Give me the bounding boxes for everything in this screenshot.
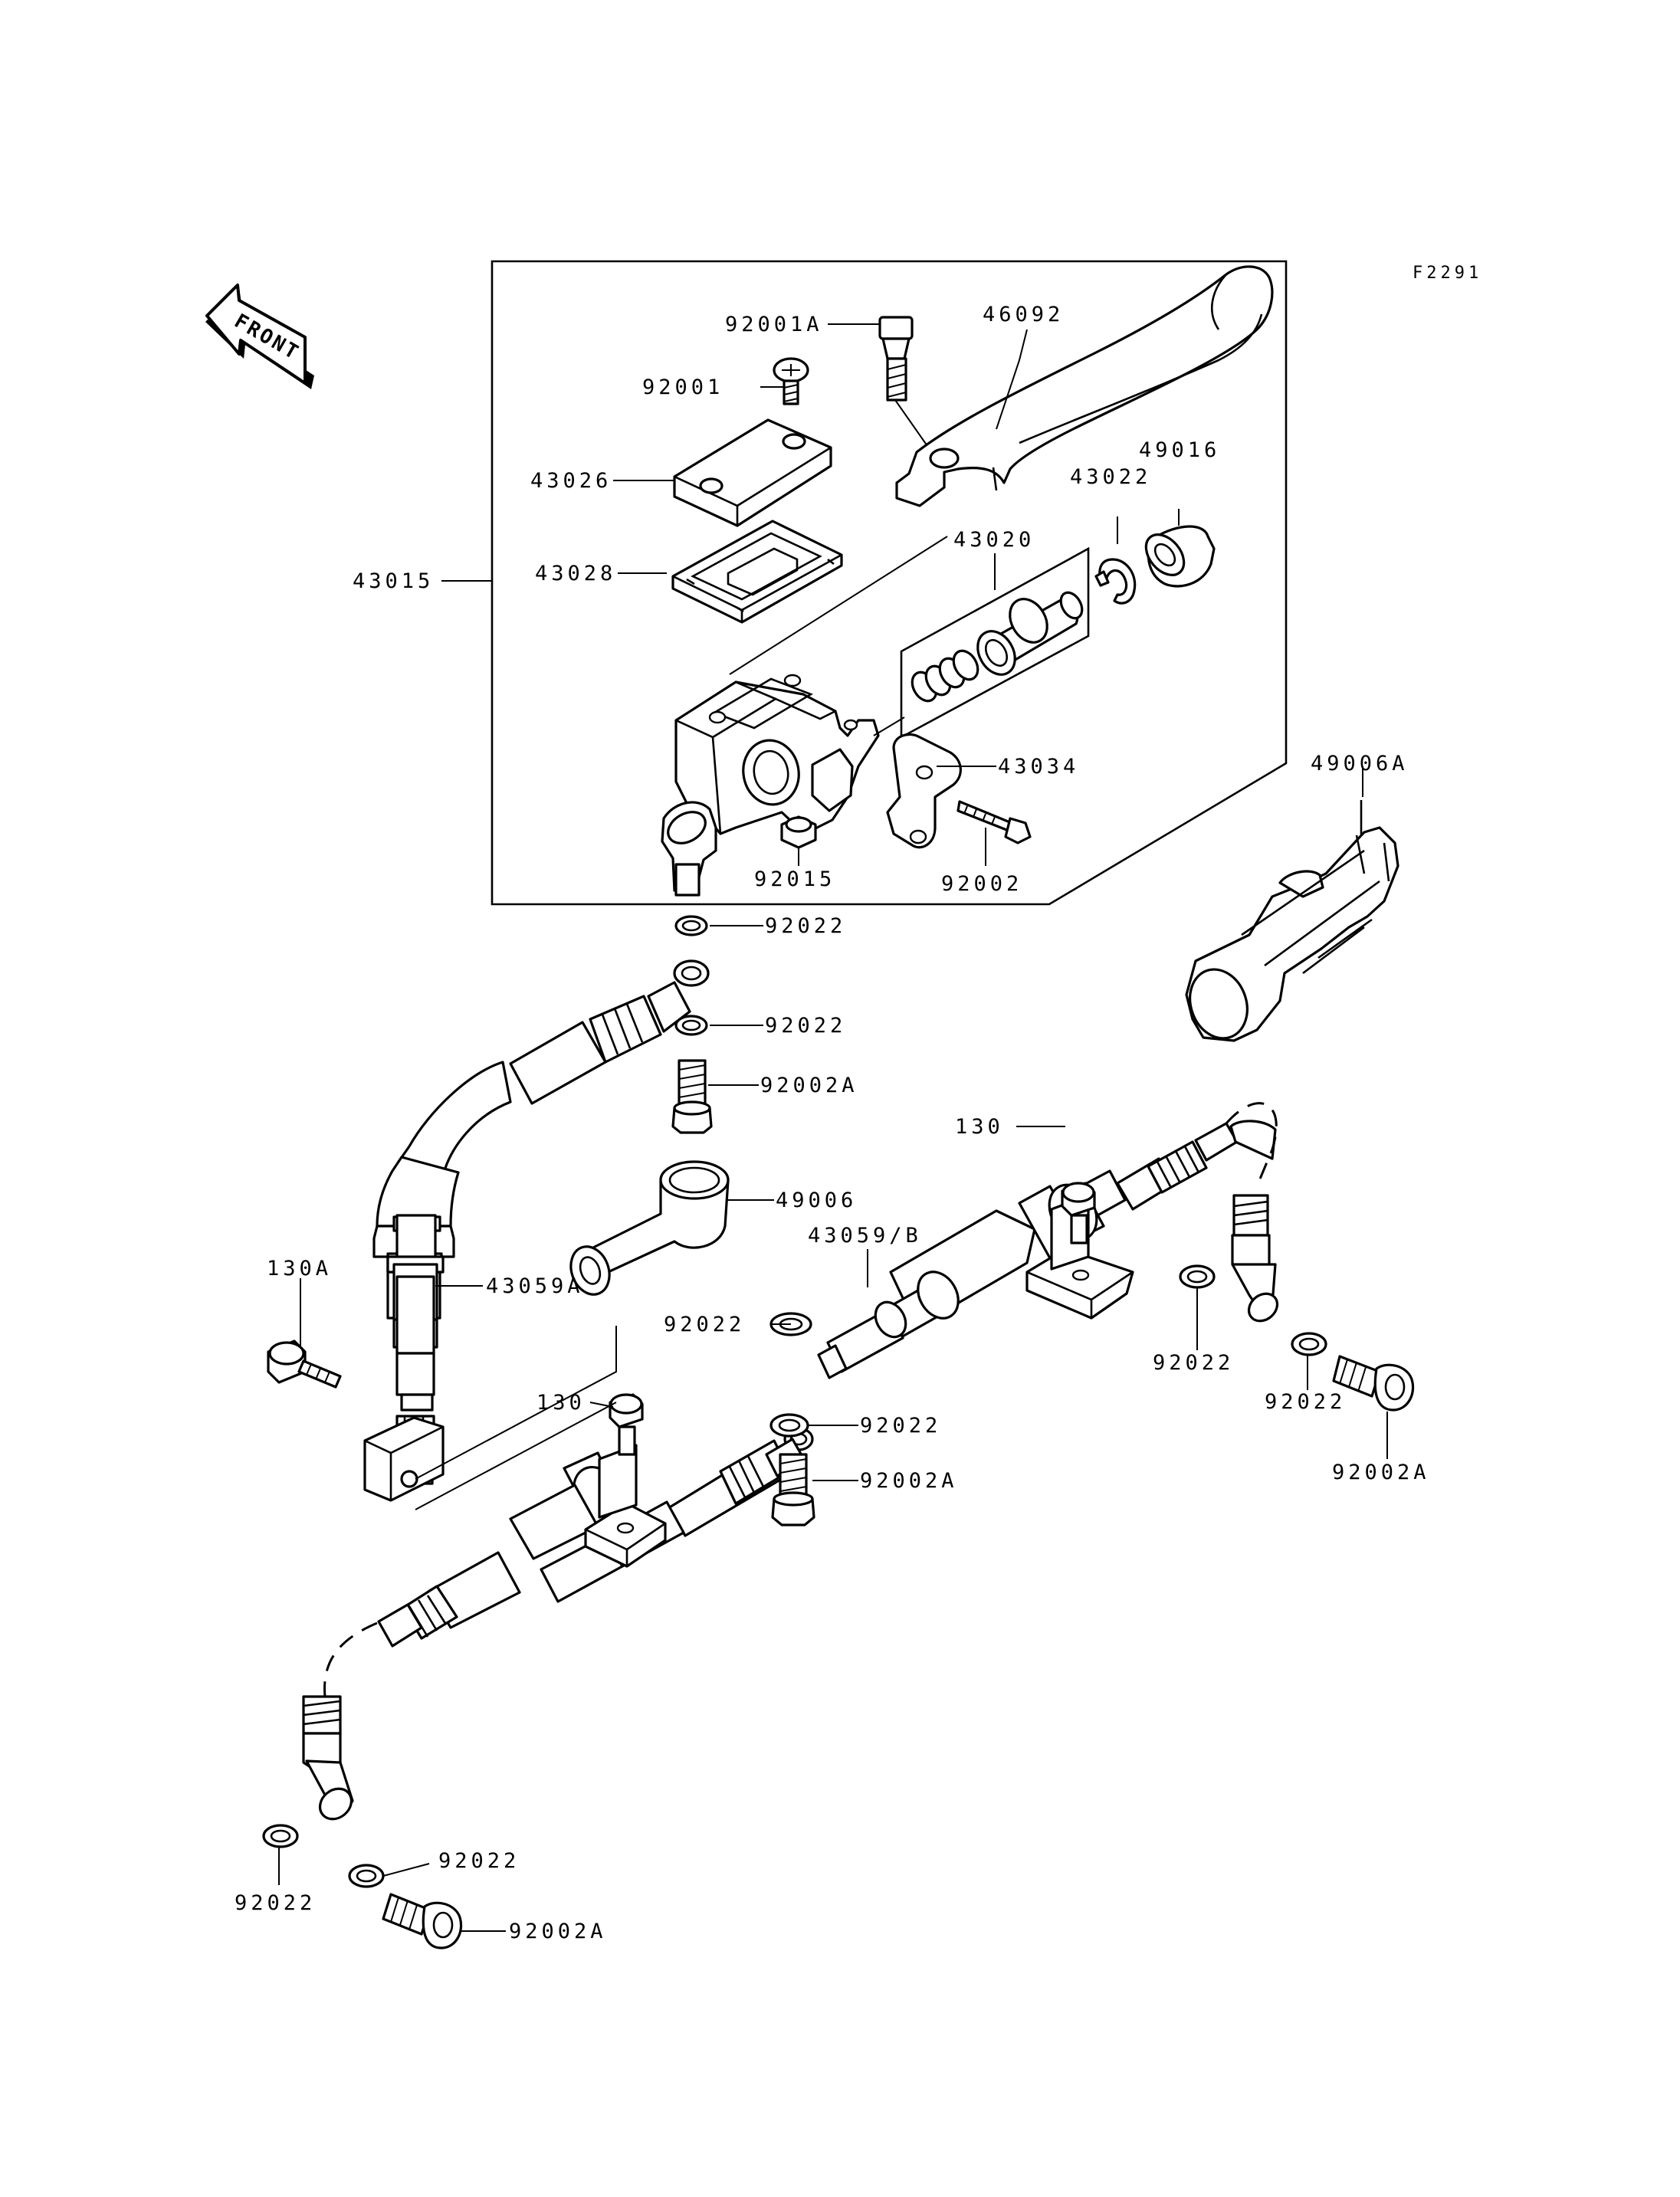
callout-labels: 92001A 46092 92001 43026 49016 43022 430… (235, 303, 1430, 1943)
diagram-code: F2291 (1413, 264, 1482, 283)
callout-92002a-a: 92002A (760, 1074, 858, 1097)
washer-92022-d (769, 1413, 809, 1438)
banjo-bolt-92002a-a (671, 1059, 713, 1134)
screw-92001 (773, 357, 809, 405)
callout-92022-c: 92022 (664, 1313, 745, 1336)
callout-92022-r1: 92022 (1153, 1351, 1234, 1375)
piston-kit-43020 (900, 546, 1090, 739)
callout-92002: 92002 (941, 872, 1022, 896)
banjo-bolt-92002a-r (1332, 1355, 1415, 1412)
washer-92022-f (348, 1864, 385, 1888)
callout-92002a-r: 92002A (1332, 1461, 1430, 1484)
callout-46092: 46092 (983, 303, 1064, 326)
callout-43022: 43022 (1070, 465, 1151, 489)
reservoir-cup-49006 (569, 1160, 730, 1296)
callout-92002a-c: 92002A (509, 1920, 607, 1943)
callout-92001a-top: 92001A (725, 313, 823, 336)
clamp-holder-43034 (886, 733, 962, 849)
dust-boot-49016 (1144, 525, 1216, 588)
washer-92022-b (674, 1015, 708, 1036)
callout-49006: 49006 (776, 1189, 857, 1212)
master-cylinder-body (661, 674, 880, 897)
assembly-frame-43015 (491, 260, 1288, 906)
diaphragm-43028 (671, 520, 843, 624)
banjo-bolt-92002a-b (771, 1453, 815, 1526)
front-arrow-icon: FRONT (205, 284, 314, 389)
callout-92002a-b: 92002A (860, 1469, 958, 1493)
washer-92022-e (262, 1824, 299, 1848)
washer-92022-r1 (1179, 1264, 1216, 1289)
callout-43059a: 43059A (486, 1274, 584, 1298)
callout-92022-r2: 92022 (1265, 1390, 1346, 1414)
bolt-130-top (1061, 1182, 1096, 1244)
callout-43034: 43034 (998, 755, 1079, 779)
pivot-bolt-92001a (878, 316, 914, 402)
callout-130-mid: 130 (536, 1391, 586, 1415)
callout-92022-f: 92022 (235, 1891, 316, 1915)
circlip-43022 (1094, 558, 1137, 605)
banjo-bolt-92002a-c (382, 1893, 463, 1949)
callout-92001: 92001 (642, 375, 724, 399)
callout-130a: 130A (267, 1257, 332, 1280)
washer-92022-a (674, 915, 708, 936)
washer-92022-r2 (1291, 1332, 1327, 1356)
callout-130-top: 130 (955, 1115, 1004, 1139)
brake-hose-43059a (363, 959, 710, 1502)
callout-49006a: 49006A (1311, 752, 1409, 776)
brake-lever-46092 (895, 265, 1274, 507)
callout-92022-a: 92022 (765, 914, 846, 938)
bolt-92002 (956, 800, 1032, 844)
callout-43015: 43015 (353, 569, 434, 593)
leader-lines (278, 323, 1388, 1932)
callout-49016: 49016 (1139, 438, 1220, 462)
callout-43028: 43028 (535, 562, 616, 585)
nut-92015 (780, 815, 817, 849)
callout-92022-b: 92022 (765, 1014, 846, 1038)
reservoir-cover-49006a (1185, 800, 1399, 1042)
callout-92022-e: 92022 (438, 1849, 520, 1873)
callout-92022-d: 92022 (860, 1414, 941, 1438)
bolt-130-mid (609, 1393, 644, 1456)
callout-43026: 43026 (530, 469, 612, 493)
bolt-130a (267, 1340, 342, 1389)
callout-43059b: 43059/B (808, 1224, 922, 1248)
callout-92015: 92015 (754, 867, 835, 891)
reservoir-cap-43026 (673, 418, 832, 527)
callout-43020: 43020 (953, 528, 1035, 552)
